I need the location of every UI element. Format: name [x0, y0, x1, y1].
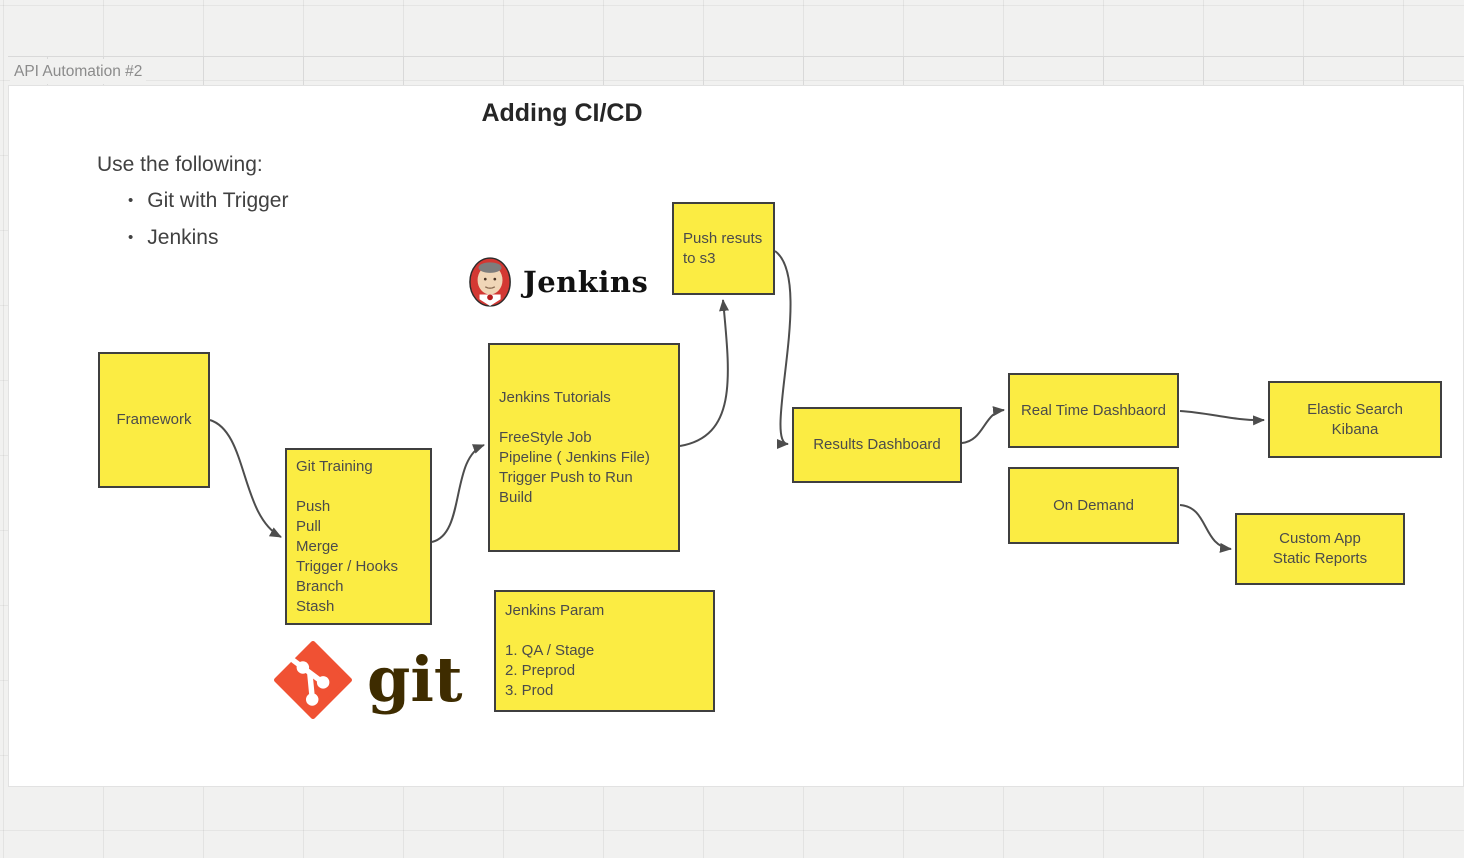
- arrow-git-training-to-jenkins-tutorials[interactable]: [431, 444, 485, 543]
- note-bullet-item: • Jenkins: [128, 225, 288, 252]
- frame-header-row: API Automation #2: [8, 56, 1464, 85]
- arrow-jenkins-tutorials-to-push-results[interactable]: [679, 299, 730, 447]
- arrow-real-time-to-elastic-search[interactable]: [1179, 410, 1265, 426]
- bullet-icon: •: [128, 192, 134, 209]
- node-push-results-to-s3[interactable]: Push resuts to s3: [672, 202, 775, 295]
- note-text-block[interactable]: Use the following: • Git with Trigger • …: [97, 152, 288, 252]
- frame-title[interactable]: API Automation #2: [10, 59, 147, 84]
- node-elastic-search-kibana[interactable]: Elastic Search Kibana: [1268, 381, 1442, 458]
- jenkins-butler-icon: [469, 257, 511, 307]
- arrow-framework-to-git-training[interactable]: [209, 419, 282, 538]
- arrow-on-demand-to-custom-app[interactable]: [1179, 504, 1232, 553]
- note-bullet-item: • Git with Trigger: [128, 188, 288, 215]
- node-real-time-dashboard[interactable]: Real Time Dashbaord: [1008, 373, 1179, 448]
- jenkins-logo[interactable]: Jenkins: [468, 256, 648, 308]
- node-jenkins-param[interactable]: Jenkins Param 1. QA / Stage 2. Preprod 3…: [494, 590, 715, 712]
- git-logo-label: git: [367, 643, 463, 716]
- arrow-push-results-to-results-dashboard[interactable]: [774, 250, 792, 449]
- node-framework[interactable]: Framework: [98, 352, 210, 488]
- node-git-training[interactable]: Git Training Push Pull Merge Trigger / H…: [285, 448, 432, 625]
- git-logo[interactable]: git: [274, 641, 463, 719]
- note-heading: Use the following:: [97, 153, 263, 176]
- jenkins-logo-label: Jenkins: [523, 265, 649, 299]
- node-custom-app-static-reports[interactable]: Custom App Static Reports: [1235, 513, 1405, 585]
- arrow-results-dashboard-to-real-time[interactable]: [961, 406, 1005, 444]
- note-bullet-label: Git with Trigger: [147, 189, 289, 212]
- node-jenkins-tutorials[interactable]: Jenkins Tutorials FreeStyle Job Pipeline…: [488, 343, 680, 552]
- node-on-demand[interactable]: On Demand: [1008, 467, 1179, 544]
- note-bullet-label: Jenkins: [147, 226, 219, 249]
- git-diamond-icon: [274, 641, 352, 719]
- node-results-dashboard[interactable]: Results Dashboard: [792, 407, 962, 483]
- bullet-icon: •: [128, 229, 134, 246]
- diagram-title[interactable]: Adding CI/CD: [481, 99, 643, 127]
